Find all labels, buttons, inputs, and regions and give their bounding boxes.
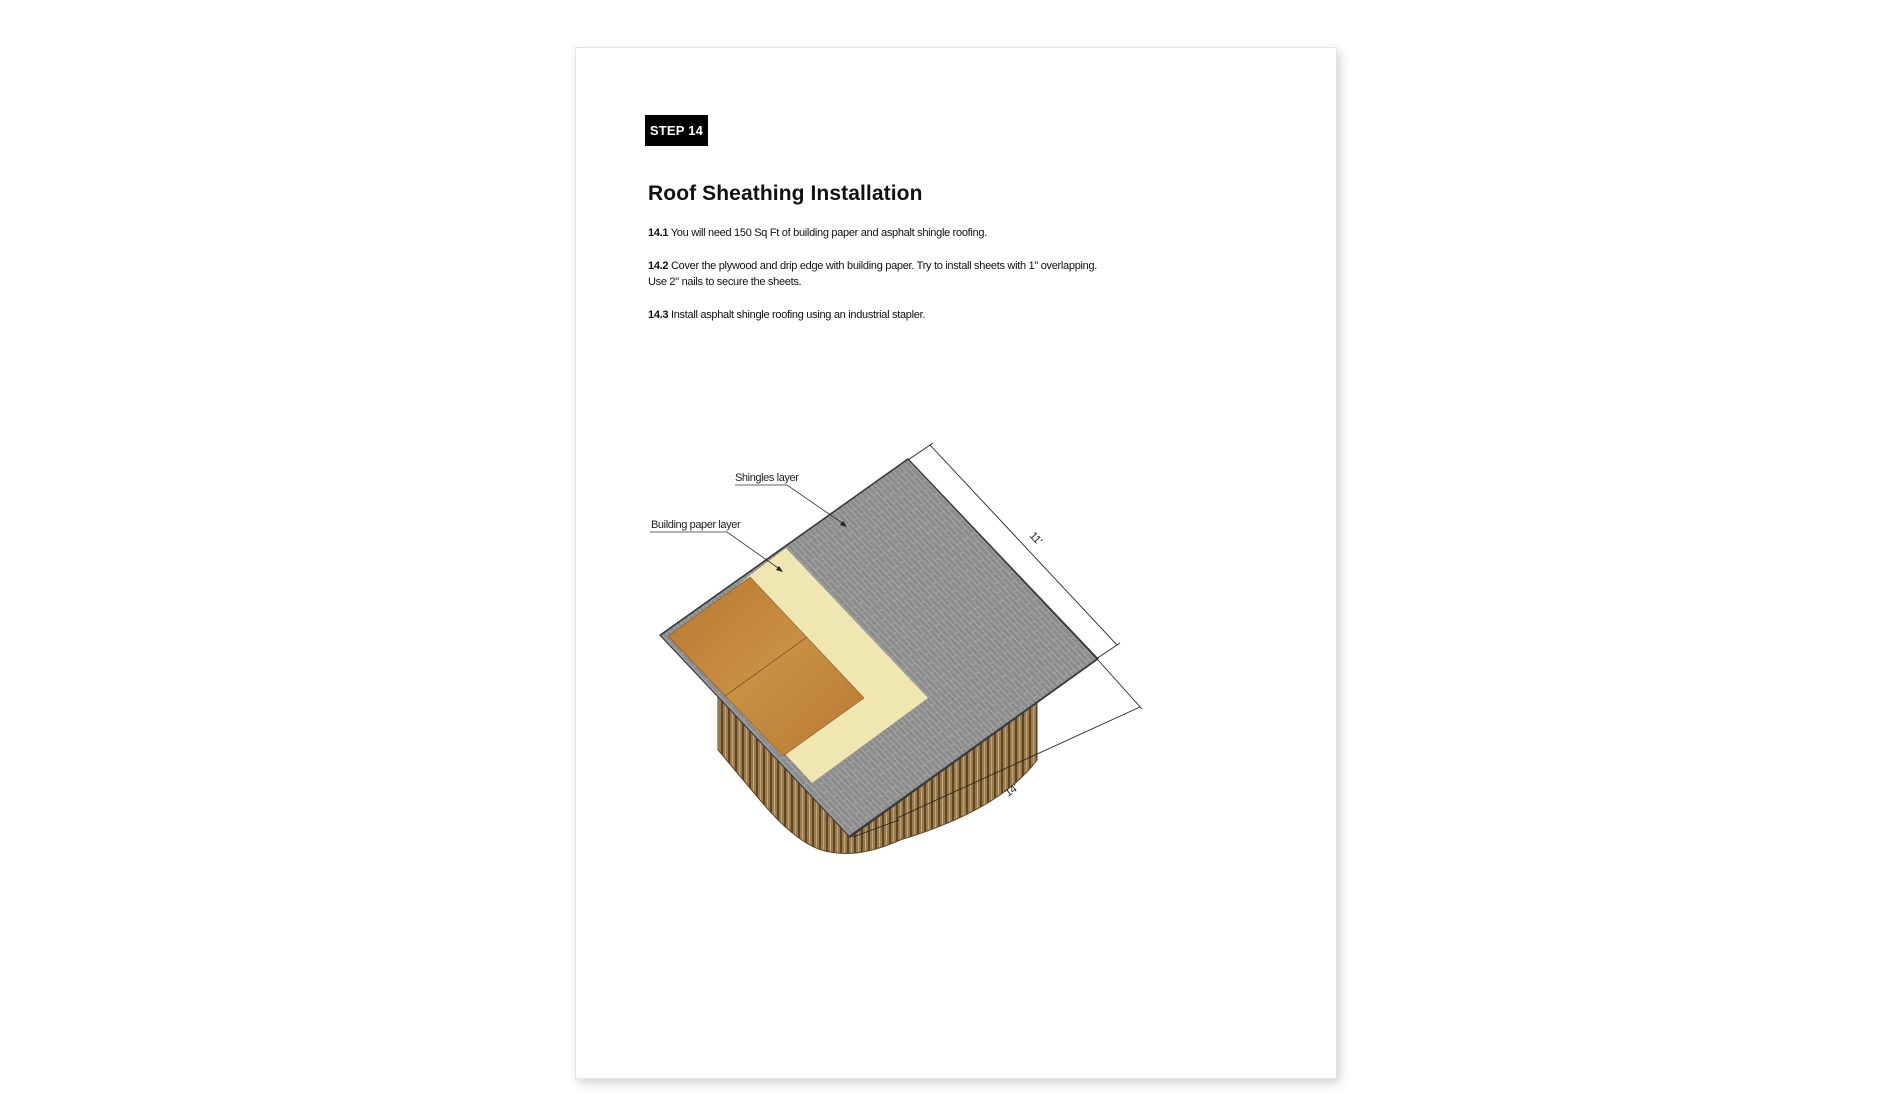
step-badge: STEP 14 <box>645 115 708 146</box>
dimension-width <box>907 442 1121 660</box>
shingles-layer-label: Shingles layer <box>735 472 799 484</box>
page-title: Roof Sheathing Installation <box>648 182 923 205</box>
instruction-number: 14.2 <box>648 260 669 272</box>
instruction-number: 14.1 <box>648 227 669 239</box>
instruction-14-3: 14.3 Install asphalt shingle roofing usi… <box>648 307 925 323</box>
shingles-leader <box>735 484 846 526</box>
instruction-14-1: 14.1 You will need 150 Sq Ft of building… <box>648 225 987 241</box>
instruction-text: Cover the plywood and drip edge with bui… <box>670 260 1098 272</box>
instruction-14-2: 14.2 Cover the plywood and drip edge wit… <box>648 258 1097 290</box>
building-paper-leader <box>650 531 782 571</box>
instruction-text: Use 2" nails to secure the sheets. <box>648 276 802 288</box>
dimension-width-label: 11' <box>1027 530 1044 547</box>
instruction-text: You will need 150 Sq Ft of building pape… <box>670 227 987 239</box>
dimension-length <box>852 659 1143 838</box>
instruction-text: Install asphalt shingle roofing using an… <box>670 309 926 321</box>
building-paper-layer-label: Building paper layer <box>651 519 741 531</box>
document-page: STEP 14 Roof Sheathing Installation 14.1… <box>575 47 1337 1079</box>
plywood-seam <box>724 636 808 697</box>
instruction-number: 14.3 <box>648 309 669 321</box>
